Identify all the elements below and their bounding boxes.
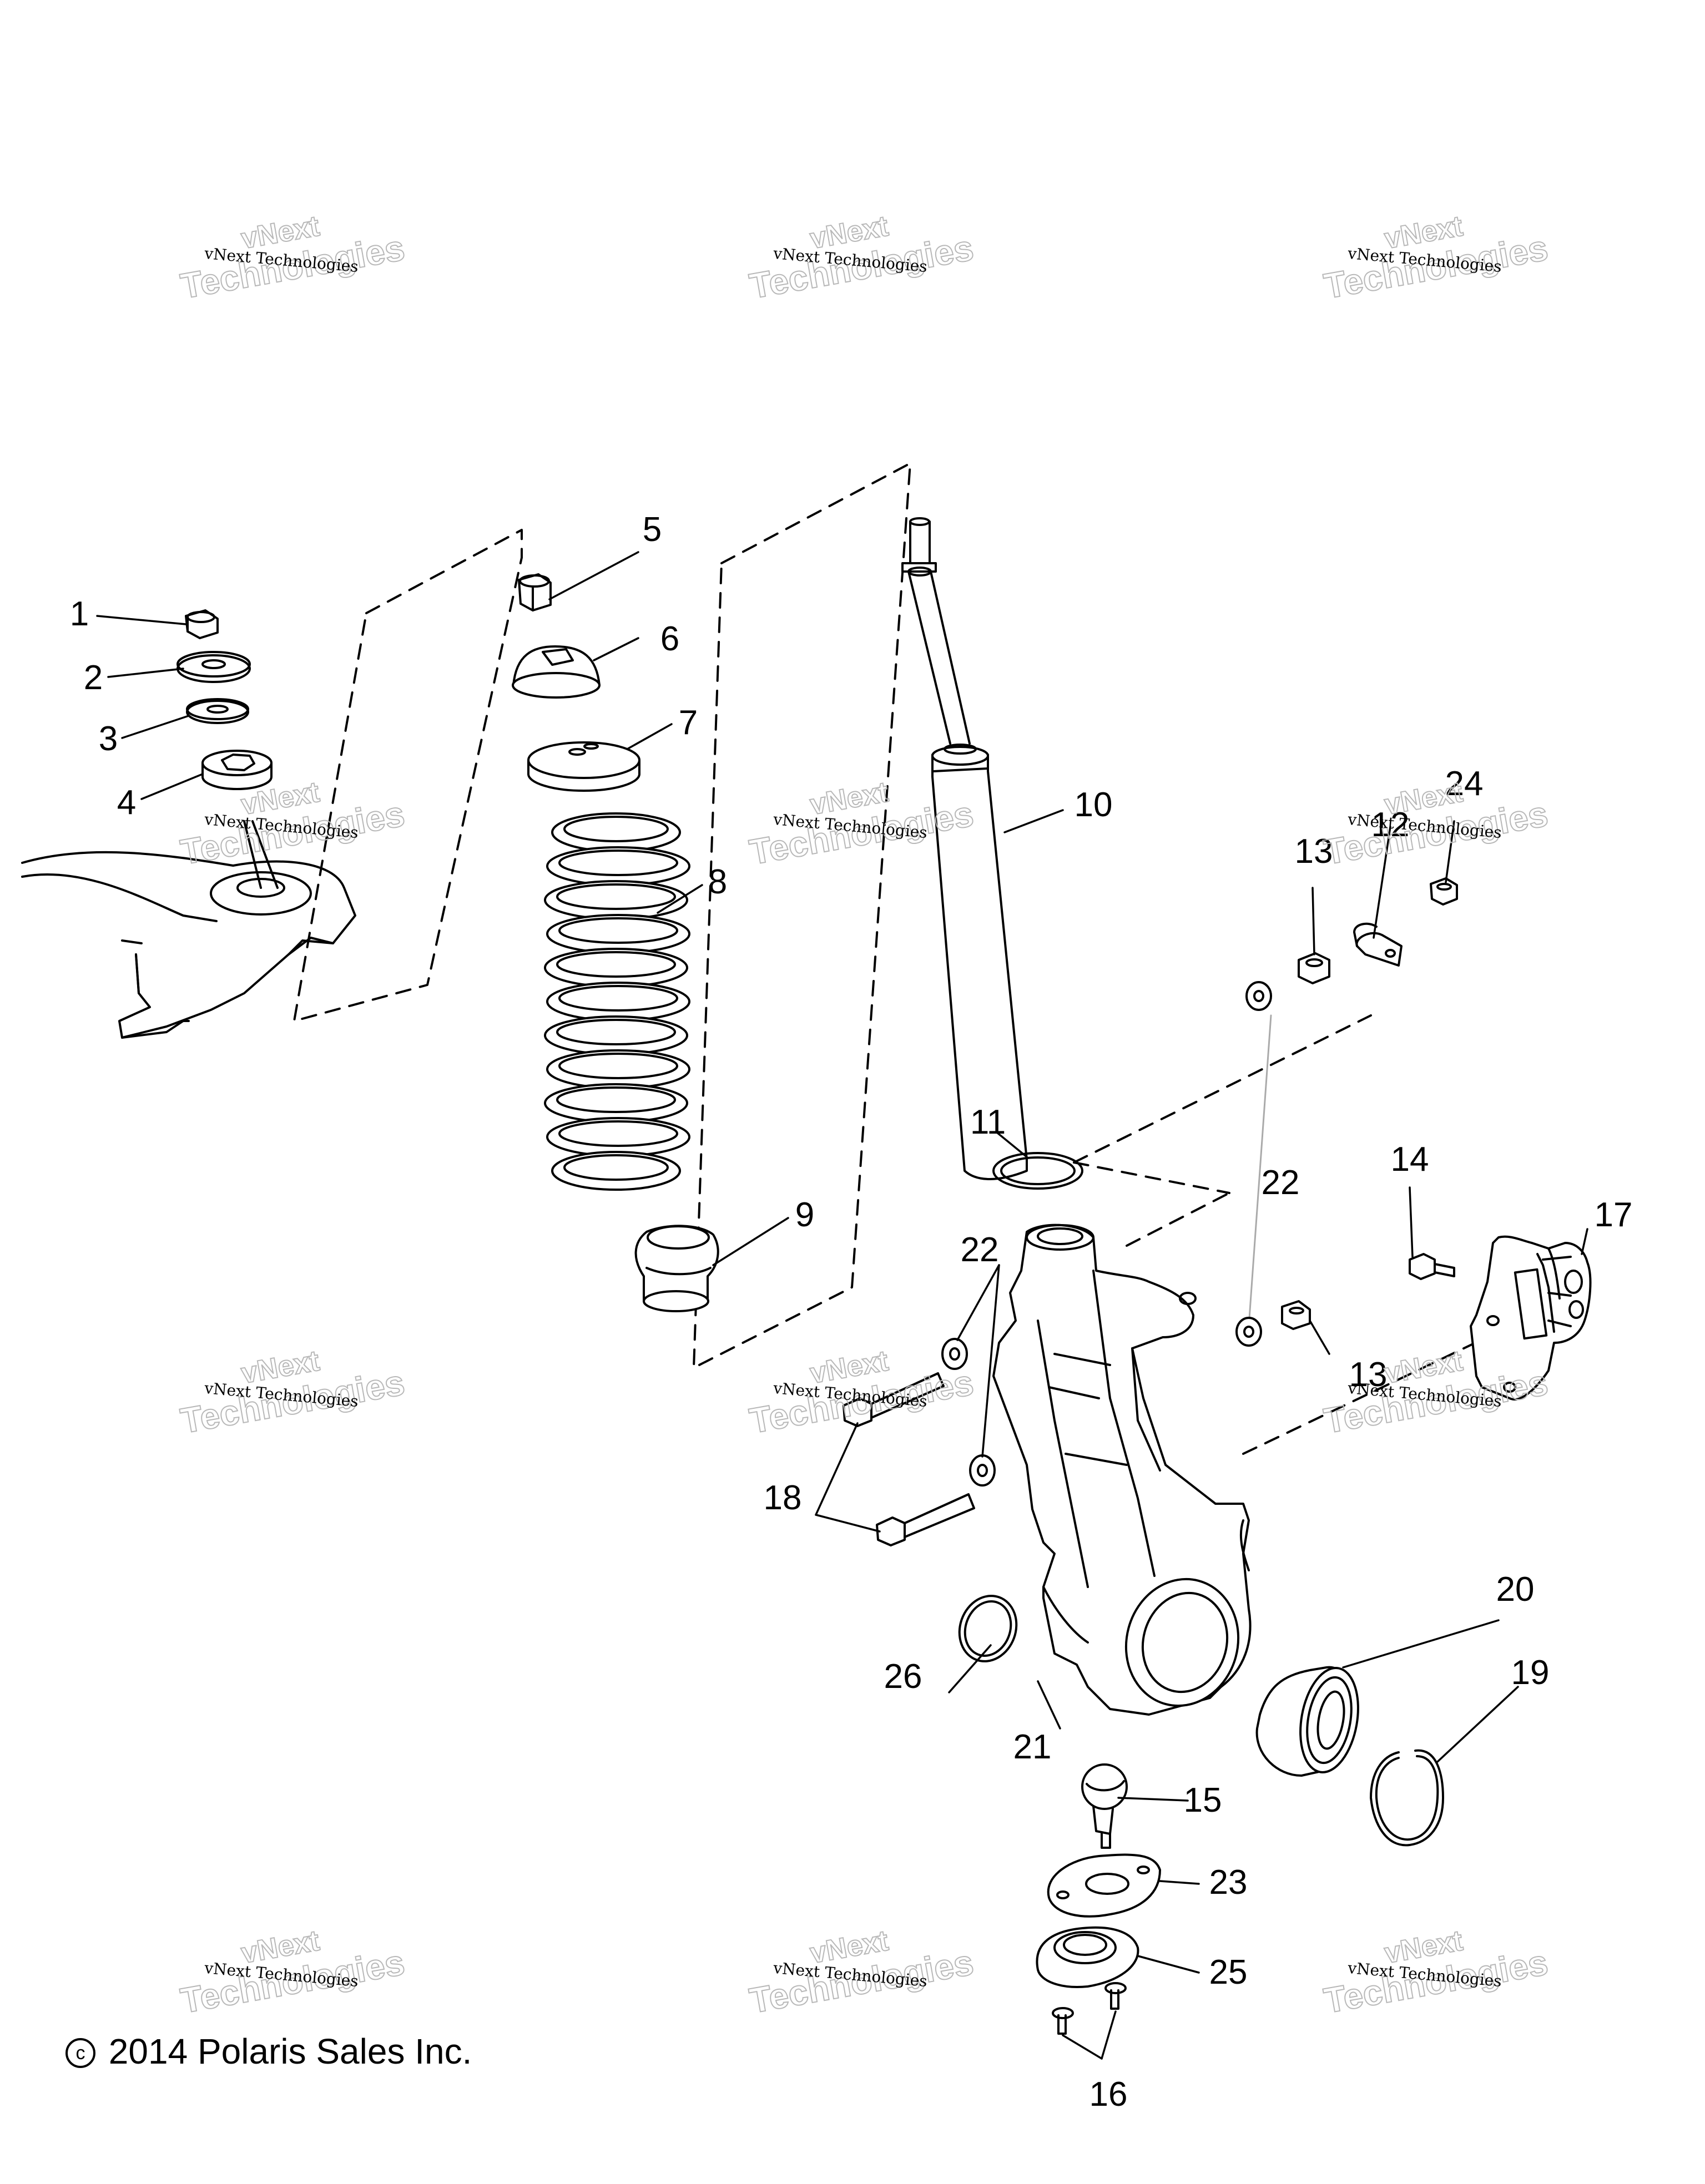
part-20-bearing (1255, 1666, 1359, 1777)
callout-5: 5 (642, 510, 662, 549)
part-9-bump-stop (634, 1225, 719, 1312)
spring-coil (551, 1151, 681, 1191)
part-4-bushing (201, 750, 273, 790)
callout-8: 8 (708, 863, 728, 901)
spring-coil-inner (556, 1019, 676, 1045)
part-3-washer (186, 698, 249, 724)
callout-22-left: 22 (960, 1231, 999, 1269)
copyright-text: c 2014 Polaris Sales Inc. (65, 2031, 472, 2072)
spring-coil-inner (556, 883, 676, 910)
washer-guide-line (1248, 1014, 1272, 1327)
callout-7: 7 (678, 704, 698, 742)
callout-24: 24 (1445, 765, 1484, 803)
callout-15: 15 (1183, 1781, 1222, 1819)
callout-25: 25 (1209, 1953, 1248, 1991)
part-22-washer-left-top (941, 1338, 968, 1370)
callout-2: 2 (83, 659, 103, 697)
part-2-washer (176, 651, 251, 683)
spring-coil (546, 846, 690, 886)
callout-13-bottom: 13 (1349, 1356, 1388, 1394)
spring-coil (544, 948, 688, 988)
part-19-circlip (1370, 1749, 1444, 1847)
part-6-dome-cap (512, 645, 601, 699)
part-18-bolt-bottom (876, 1493, 975, 1546)
part-8-coil-spring (544, 812, 690, 1191)
spring-coil-inner (556, 951, 676, 978)
part-5-nut (518, 573, 552, 611)
callout-12: 12 (1371, 806, 1410, 844)
callout-10: 10 (1074, 786, 1113, 824)
part-22-washer-right-bottom (1235, 1317, 1262, 1347)
part-11-o-ring (992, 1152, 1083, 1190)
part-26-o-ring (958, 1595, 1018, 1662)
frame-bracket (21, 820, 356, 1039)
spring-coil-inner (558, 1053, 678, 1079)
part-1-nut (185, 609, 219, 639)
part-14-bolt (1409, 1253, 1455, 1280)
callout-21: 21 (1013, 1728, 1052, 1766)
callout-6: 6 (660, 620, 680, 658)
part-12-clip (1353, 922, 1403, 967)
callout-9: 9 (795, 1196, 815, 1234)
part-22-washer-left-bottom (969, 1454, 996, 1487)
callout-26: 26 (884, 1657, 922, 1696)
callout-18: 18 (763, 1479, 802, 1517)
part-15-ball-joint (1081, 1763, 1128, 1849)
spring-coil-inner (556, 1086, 676, 1113)
spring-coil (544, 1015, 688, 1055)
spring-coil-inner (558, 917, 678, 944)
spring-coil (546, 914, 690, 954)
spring-coil-inner (563, 1154, 669, 1181)
spring-coil-inner (563, 816, 669, 842)
part-25-boot (1036, 1926, 1139, 1988)
part-22-washer-right-top (1245, 981, 1272, 1011)
spring-coil (546, 982, 690, 1022)
leader-lines (96, 551, 1588, 2060)
spring-coil (546, 1117, 690, 1157)
callout-19: 19 (1511, 1654, 1550, 1692)
callout-23: 23 (1209, 1863, 1248, 1902)
part-24-nut (1430, 877, 1458, 906)
callout-1: 1 (69, 595, 89, 633)
spring-coil-inner (558, 1120, 678, 1147)
callout-11: 11 (970, 1103, 1006, 1141)
part-7-spring-seat (527, 741, 640, 792)
part-18-bolt-top (843, 1372, 945, 1427)
part-23-plate (1047, 1853, 1161, 1918)
callout-22-right: 22 (1261, 1164, 1300, 1202)
callout-16: 16 (1089, 2075, 1128, 2114)
part-16-rivets (1052, 1982, 1127, 2035)
callout-13-top: 13 (1294, 832, 1333, 871)
copyright-symbol: c (65, 2038, 95, 2068)
callout-14: 14 (1390, 1140, 1429, 1179)
part-10-shock (901, 517, 1028, 1180)
part-17-caliper (1470, 1235, 1592, 1401)
spring-coil (544, 1083, 688, 1123)
spring-coil (551, 812, 681, 852)
dashed-assembly-lines (293, 462, 1500, 1455)
part-13-nut-bottom (1281, 1300, 1311, 1330)
copyright-label: 2014 Polaris Sales Inc. (108, 2031, 472, 2071)
callout-3: 3 (98, 720, 118, 758)
spring-coil (544, 880, 688, 920)
callout-4: 4 (117, 783, 137, 822)
spring-coil-inner (558, 985, 678, 1012)
spring-coil-inner (558, 850, 678, 876)
spring-coil (546, 1049, 690, 1089)
part-13-nut-top (1298, 952, 1330, 984)
callout-17: 17 (1594, 1196, 1633, 1234)
callout-20: 20 (1496, 1570, 1535, 1609)
part-21-knuckle (992, 1224, 1252, 1716)
